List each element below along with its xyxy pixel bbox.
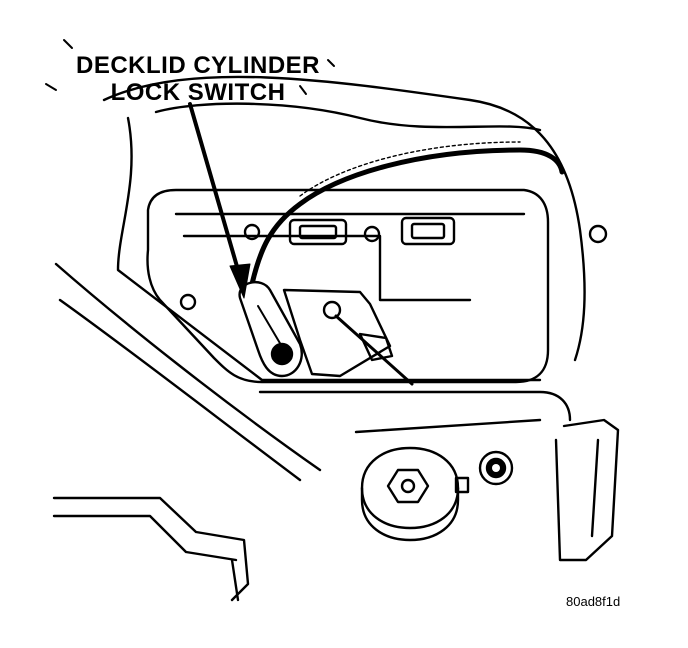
- right-flange: [554, 418, 620, 562]
- label-tick-marks: [45, 39, 335, 95]
- hole: [322, 300, 342, 320]
- hole: [588, 224, 608, 244]
- lower-panel-line: [58, 298, 302, 482]
- latch-tab: [454, 476, 470, 494]
- opening-outline: [146, 188, 550, 384]
- lock-switch: [238, 280, 303, 378]
- hole: [363, 225, 381, 243]
- panel-outer-contour: [102, 75, 586, 362]
- leader-arrow-icon: [188, 102, 251, 299]
- latch-housing: [360, 446, 470, 542]
- lock-cylinder-bracket: [282, 288, 392, 378]
- slot-right: [400, 216, 456, 246]
- lower-panel-line: [258, 390, 572, 422]
- callout-label: DECKLID CYLINDER LOCK SWITCH: [62, 54, 334, 114]
- lower-panel-line: [54, 262, 322, 472]
- hole: [179, 293, 197, 311]
- lock-rod: [334, 314, 414, 386]
- slot-right-inner: [410, 222, 446, 240]
- hex-bolt: [386, 468, 430, 504]
- wire-harness-texture: [299, 141, 521, 197]
- figure-id: 80ad8f1d: [566, 594, 621, 609]
- lower-panel-line: [354, 418, 542, 434]
- left-bottom-bracket: [52, 496, 250, 602]
- panel-inner-contour: [116, 116, 542, 382]
- fastener: [478, 450, 514, 486]
- slot-left: [288, 218, 348, 246]
- callout-line-1: DECKLID CYLINDER: [75, 52, 320, 79]
- slot-left-inner: [298, 224, 338, 240]
- opening-inner-ridge: [174, 212, 526, 302]
- right-flange-inner: [590, 438, 600, 538]
- callout-line-2: LOCK SWITCH: [110, 79, 286, 106]
- left-bottom-bracket-tab: [230, 558, 240, 602]
- lock-rod-clip: [358, 332, 394, 362]
- panel-upper-ridge: [154, 102, 542, 132]
- hole: [243, 223, 261, 241]
- left-bottom-bracket-edge: [52, 514, 238, 562]
- wire-harness: [249, 147, 565, 287]
